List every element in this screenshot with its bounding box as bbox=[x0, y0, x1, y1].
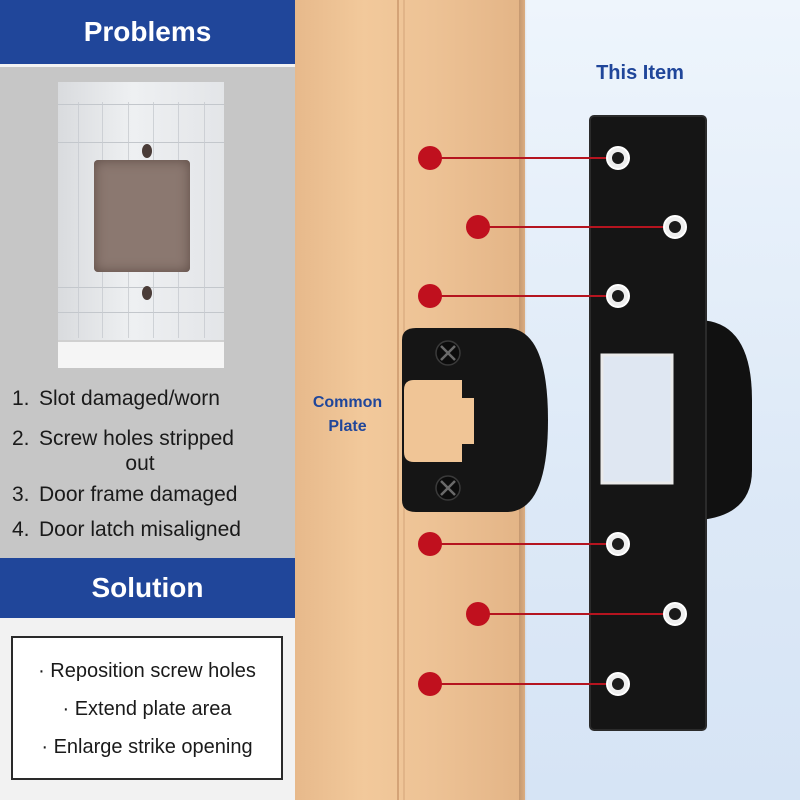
problem-number: 1. bbox=[12, 387, 30, 410]
common-plate-label-line2: Plate bbox=[328, 418, 367, 435]
problem-item: 2. Screw holes stripped bbox=[12, 426, 287, 451]
red-marker bbox=[418, 672, 442, 696]
common-plate-body bbox=[402, 328, 548, 512]
problem-text: Screw holes stripped bbox=[39, 427, 234, 450]
stripped-screw-hole bbox=[142, 286, 152, 300]
problem-text-continuation: out bbox=[125, 452, 155, 475]
problem-item: 4. Door latch misaligned bbox=[12, 517, 287, 542]
common-plate-label: Common Plate bbox=[300, 391, 395, 439]
common-strike-plate bbox=[402, 328, 548, 512]
damaged-mortise bbox=[94, 160, 190, 272]
pointer-lines bbox=[430, 157, 663, 685]
this-item-label: This Item bbox=[596, 62, 684, 84]
plate-screw-hole-centers bbox=[612, 152, 681, 690]
problem-number: 3. bbox=[12, 483, 30, 506]
problems-header: Problems bbox=[0, 0, 295, 64]
problem-item: 3. Door frame damaged bbox=[12, 482, 287, 507]
common-plate-screw bbox=[435, 475, 461, 501]
common-plate-screw bbox=[435, 340, 461, 366]
red-marker bbox=[418, 284, 442, 308]
solution-item: · Extend plate area bbox=[62, 698, 232, 720]
problem-number: 2. bbox=[12, 427, 30, 450]
solution-item: · Enlarge strike opening bbox=[41, 736, 253, 758]
problem-item-continuation: out bbox=[0, 451, 280, 476]
strike-opening bbox=[600, 353, 674, 485]
plate-lip bbox=[700, 320, 752, 520]
frame-seam bbox=[397, 0, 399, 800]
problem-number: 4. bbox=[12, 518, 30, 541]
red-marker bbox=[418, 532, 442, 556]
solution-header: Solution bbox=[0, 558, 295, 618]
solution-box: · Reposition screw holes · Extend plate … bbox=[11, 636, 283, 780]
red-marker bbox=[418, 146, 442, 170]
problem-text: Door latch misaligned bbox=[39, 518, 241, 541]
red-markers bbox=[418, 146, 490, 696]
red-marker bbox=[466, 215, 490, 239]
plate-outline bbox=[589, 115, 707, 731]
common-plate-label-line1: Common bbox=[312, 394, 383, 411]
stripped-screw-hole bbox=[142, 144, 152, 158]
damaged-frame-photo bbox=[58, 82, 224, 368]
solution-item: · Reposition screw holes bbox=[38, 660, 256, 682]
red-marker bbox=[466, 602, 490, 626]
problem-text: Door frame damaged bbox=[39, 483, 238, 506]
common-plate-opening bbox=[404, 380, 474, 462]
problem-text: Slot damaged/worn bbox=[39, 387, 220, 410]
extended-strike-plate bbox=[589, 115, 752, 731]
problem-item: 1. Slot damaged/worn bbox=[12, 386, 287, 411]
